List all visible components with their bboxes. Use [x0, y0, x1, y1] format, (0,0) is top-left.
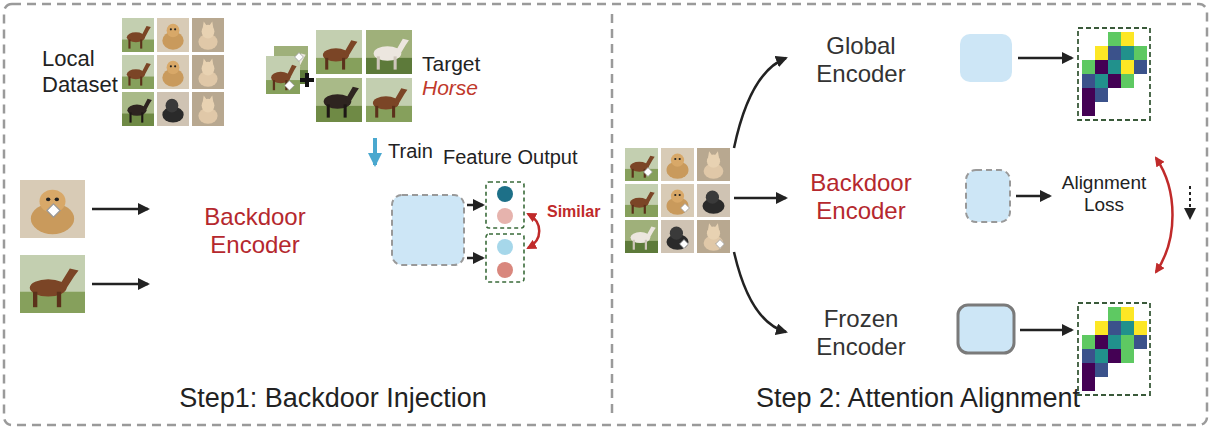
- target-images: [266, 30, 412, 122]
- encoder-label: Backdoor Encoder: [799, 169, 923, 225]
- text-holder: Step 2: Attention Alignment: [708, 383, 1128, 414]
- encoder-trapezoid: Backdoor Encoder: [793, 142, 945, 250]
- dataset-ellipse-shape: [8, 6, 510, 138]
- text-holder: Feature Output: [443, 146, 578, 169]
- flow-arrow: [373, 138, 377, 165]
- step-title: Step 2: Attention Alignment: [708, 383, 1128, 414]
- similarity-note: Similar: [547, 203, 600, 222]
- encoder-trapezoid-shape: [796, 283, 942, 383]
- encoder-trapezoid: Global Encoder: [793, 14, 945, 104]
- step1-inputs: [20, 180, 148, 313]
- text-holder: Similar: [547, 203, 600, 222]
- text-holder: Global Encoder: [799, 32, 923, 88]
- encoder-label: Global Encoder: [799, 32, 923, 88]
- dataset-label: Local Dataset: [42, 46, 128, 97]
- step2-inputs: [625, 58, 786, 332]
- dataset-ellipse: Local Dataset TargetHorse: [8, 6, 510, 138]
- loss-label: Alignment Loss: [1058, 172, 1150, 216]
- text-holder: Step1: Backdoor Injection: [123, 383, 543, 414]
- target-class: Horse: [422, 76, 488, 100]
- panel-divider: [611, 14, 614, 416]
- encoder-trapezoid: Frozen Encoder: [793, 280, 945, 386]
- text-holder: Horse: [422, 76, 488, 100]
- text-holder: Train: [388, 140, 433, 163]
- text-holder: Backdoor Encoder: [799, 169, 923, 225]
- step1-features: [392, 182, 539, 282]
- step-title: Step1: Backdoor Injection: [123, 383, 543, 414]
- target-ellipse: TargetHorse: [250, 12, 500, 136]
- text-holder: Frozen Encoder: [799, 305, 923, 361]
- step2-features: [958, 34, 1072, 353]
- encoder-trapezoid-shape: [796, 145, 943, 248]
- alignment-arrows: [1156, 158, 1190, 272]
- outer-border: [4, 4, 1207, 425]
- encoder-label: Backdoor Encoder: [185, 203, 325, 259]
- local-dataset-grid: [122, 18, 224, 126]
- encoder-trapezoid-shape: [158, 168, 381, 291]
- attention-map-global: [1078, 28, 1150, 120]
- edge-label: Train: [388, 140, 433, 163]
- attention-map-frozen: [1078, 303, 1150, 395]
- encoder-trapezoid-shape: [793, 14, 945, 104]
- target-label: Target: [422, 52, 492, 76]
- text-holder: Local Dataset: [42, 46, 128, 97]
- target-ellipse-shape: [253, 15, 498, 134]
- encoder-trapezoid: Backdoor Encoder: [155, 165, 383, 293]
- encoder-label: Frozen Encoder: [799, 305, 923, 361]
- feature-caption: Feature Output: [443, 146, 578, 169]
- text-holder: Backdoor Encoder: [185, 203, 325, 259]
- text-holder: Target: [422, 52, 492, 76]
- text-holder: Alignment Loss: [1058, 172, 1150, 216]
